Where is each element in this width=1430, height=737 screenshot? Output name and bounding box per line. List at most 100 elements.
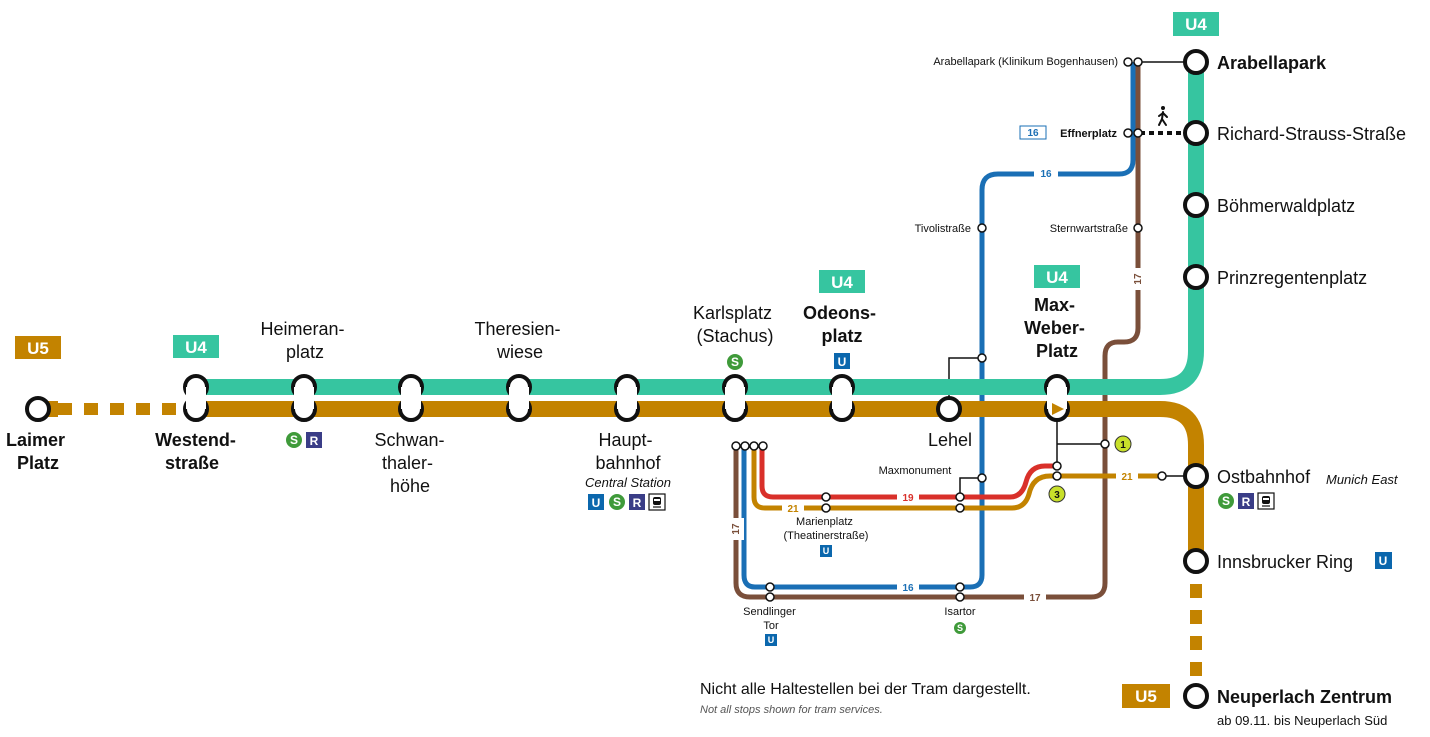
tram-label-17-top: 17	[1133, 273, 1144, 285]
tram-stop-marienplatz-a[interactable]	[821, 492, 831, 502]
station-label-richard-strauss: Richard-Strauss-Straße	[1217, 124, 1406, 144]
station-marker-innsbrucker-ring[interactable]	[1183, 548, 1209, 574]
tram-stop-tivolistrasse[interactable]	[977, 223, 987, 233]
station-marker-max-weber-platz[interactable]	[1044, 374, 1070, 422]
svg-text:U: U	[823, 546, 830, 556]
station-label-hauptbahnhof-en: Central Station	[585, 475, 671, 490]
tram-stop-effnerplatz[interactable]	[1123, 128, 1133, 138]
station-label-max-weber-platz: Max- Weber- Platz	[1024, 295, 1090, 361]
tram-label-marienplatz: Marienplatz (Theatinerstraße)	[784, 516, 869, 542]
svg-text:1: 1	[1120, 440, 1126, 451]
bus-marker-1: 1	[1114, 435, 1132, 453]
svg-text:3: 3	[1054, 490, 1060, 501]
station-marker-arabellapark[interactable]	[1183, 49, 1209, 75]
tram-stop-arabellapark[interactable]	[1123, 57, 1133, 67]
svg-text:S: S	[1222, 494, 1230, 508]
map-note: Nicht alle Haltestellen bei der Tram dar…	[700, 681, 1031, 698]
bus-marker-3: 3	[1048, 485, 1066, 503]
tram-label-16-top: 16	[1040, 169, 1052, 180]
svg-text:S: S	[731, 355, 739, 369]
tram-stop-karlsplatz-tram[interactable]	[731, 441, 741, 451]
tram-label-maxmonument: Maxmonument	[879, 465, 952, 477]
station-label-laimer-platz: Laimer Platz	[6, 430, 70, 473]
svg-text:R: R	[633, 496, 642, 510]
tram-stop-maxweber-tram[interactable]	[1052, 461, 1062, 471]
svg-text:U4: U4	[831, 273, 853, 292]
tram-stop-sternwartstrasse[interactable]	[1133, 223, 1143, 233]
station-marker-schwanthalerhoehe[interactable]	[398, 374, 424, 422]
tram-stop-ostbahnhof-tram[interactable]	[1157, 471, 1167, 481]
map-note-en: Not all stops shown for tram services.	[700, 704, 883, 716]
station-marker-lehel[interactable]	[936, 396, 962, 422]
tram-line-17	[733, 62, 1141, 600]
station-label-hauptbahnhof: Haupt- bahnhof	[595, 430, 661, 473]
line-badge-u5-west: U5	[15, 336, 61, 359]
station-marker-neuperlach-zentrum[interactable]	[1183, 683, 1209, 709]
svg-text:S: S	[290, 433, 298, 447]
station-label-neuperlach-zentrum: Neuperlach Zentrum	[1217, 687, 1392, 707]
tram-label-sendlinger-tor: Sendlinger Tor	[743, 606, 799, 632]
svg-text:U4: U4	[185, 338, 207, 357]
svg-text:U: U	[768, 635, 775, 645]
station-marker-karlsplatz[interactable]	[722, 374, 748, 422]
s-bahn-icon: S	[954, 622, 966, 634]
svg-text:U: U	[1379, 554, 1388, 568]
station-note-neuperlach: ab 09.11. bis Neuperlach Süd	[1217, 713, 1387, 728]
station-label-arabellapark: Arabellapark	[1217, 53, 1327, 73]
station-marker-westendstrasse[interactable]	[183, 374, 209, 422]
line-badge-u4-maxweber: U4	[1034, 265, 1080, 288]
station-marker-odeonsplatz[interactable]	[829, 374, 855, 422]
station-label-odeonsplatz: Odeons- platz	[803, 303, 881, 346]
tram-stop-maxmonument[interactable]	[977, 473, 987, 483]
u4-line	[196, 62, 1204, 395]
svg-text:U: U	[592, 496, 601, 510]
tram-label-19: 19	[902, 493, 914, 504]
u-bahn-icon: U	[588, 494, 604, 510]
svg-text:16: 16	[1027, 128, 1039, 139]
svg-text:U: U	[838, 355, 847, 369]
station-marker-boehmerwaldplatz[interactable]	[1183, 192, 1209, 218]
station-marker-heimeranplatz[interactable]	[291, 374, 317, 422]
tram-label-tivolistrasse: Tivolistraße	[915, 223, 971, 235]
svg-text:U5: U5	[27, 339, 49, 358]
station-marker-ostbahnhof[interactable]	[1183, 463, 1209, 489]
station-marker-theresienwiese[interactable]	[506, 374, 532, 422]
u-bahn-icon: U	[1375, 552, 1392, 569]
u-bahn-icon: U	[820, 545, 832, 557]
regional-train-icon: R	[306, 432, 322, 448]
u-bahn-icon: U	[834, 353, 850, 369]
line-badge-u4-arabellapark: U4	[1173, 12, 1219, 36]
tram-label-16-bottom: 16	[902, 583, 914, 594]
tram-stop-markers	[731, 57, 1167, 602]
s-bahn-icon: S	[286, 432, 302, 448]
station-label-heimeranplatz: Heimeran- platz	[260, 319, 349, 362]
tram-label-arabellapark-klinikum: Arabellapark (Klinikum Bogenhausen)	[933, 56, 1118, 68]
svg-text:R: R	[310, 434, 319, 448]
tram-stop-lehel-tram[interactable]	[977, 353, 987, 363]
tram-label-sternwartstrasse: Sternwartstraße	[1050, 223, 1128, 235]
station-marker-prinzregentenplatz[interactable]	[1183, 264, 1209, 290]
station-label-theresienwiese: Theresien- wiese	[474, 319, 565, 362]
tram-line-badge-effnerplatz: 16	[1019, 125, 1047, 140]
line-badge-u4-west: U4	[173, 335, 219, 358]
svg-text:S: S	[957, 623, 963, 633]
tram-stop-sendlinger-tor[interactable]	[765, 582, 775, 592]
tram-line-19	[759, 446, 1057, 500]
station-marker-laimer-platz[interactable]	[25, 396, 51, 422]
svg-text:R: R	[1242, 495, 1251, 509]
tram-label-21-right: 21	[1121, 472, 1133, 483]
tram-stop-isartor[interactable]	[955, 582, 965, 592]
station-label-westendstrasse: Westend- straße	[155, 430, 241, 473]
station-label-boehmerwaldplatz: Böhmerwaldplatz	[1217, 196, 1355, 216]
svg-text:S: S	[613, 495, 621, 509]
tram-label-21-left: 21	[787, 504, 799, 515]
s-bahn-icon: S	[609, 494, 625, 510]
svg-text:U4: U4	[1046, 268, 1068, 287]
regional-train-icon: R	[629, 494, 645, 510]
regional-train-icon: R	[1238, 493, 1254, 509]
station-label-lehel: Lehel	[928, 430, 972, 450]
station-marker-richard-strauss[interactable]	[1183, 120, 1209, 146]
station-marker-hauptbahnhof[interactable]	[614, 374, 640, 422]
svg-text:U4: U4	[1185, 15, 1207, 34]
